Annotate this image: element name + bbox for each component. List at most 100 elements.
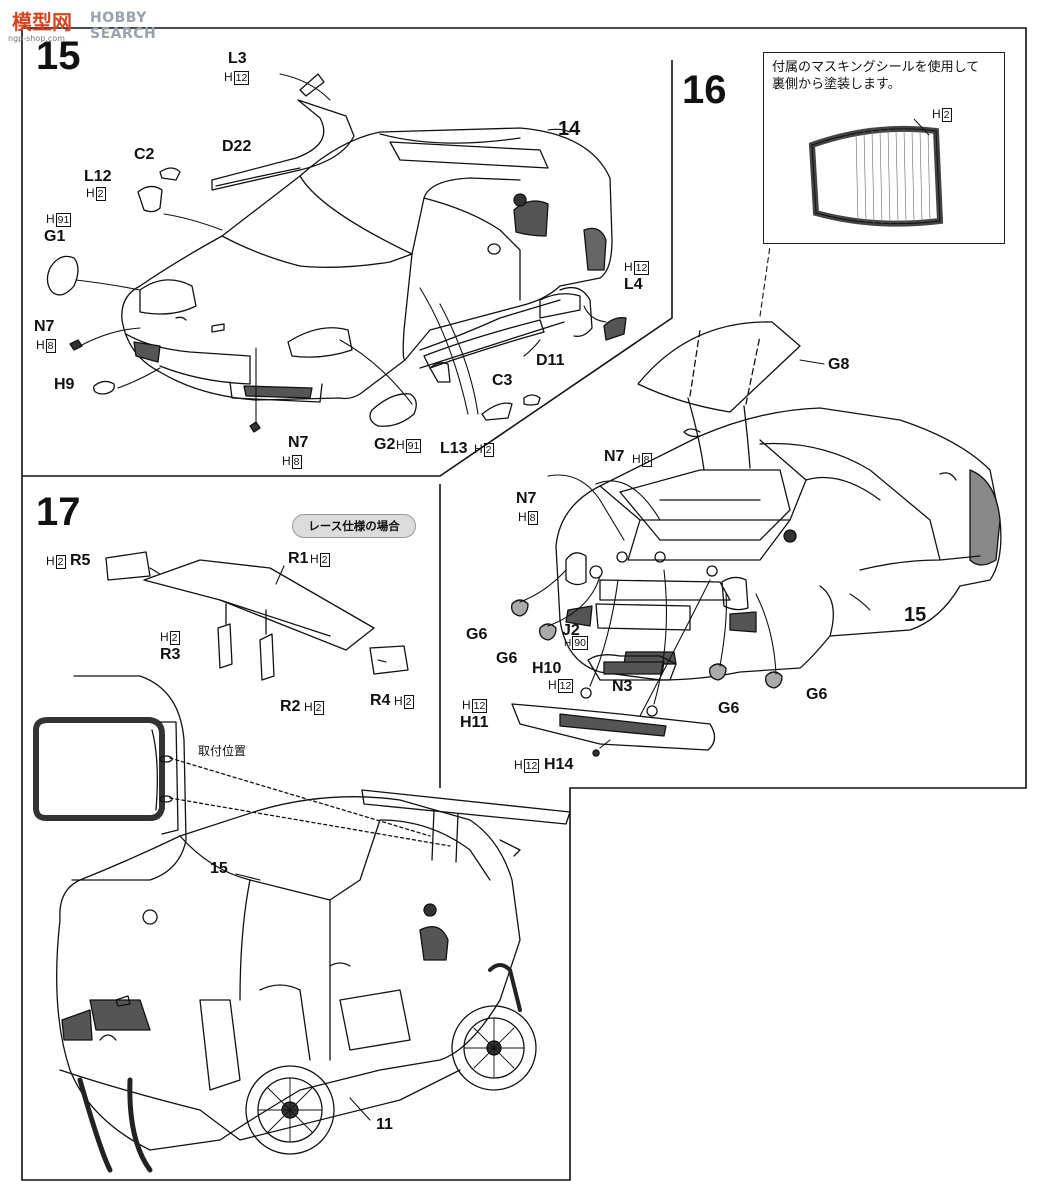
label-N7-front: N7 <box>34 318 55 335</box>
label-R4: R4 <box>370 692 391 709</box>
mount-position-label: 取付位置 <box>198 744 247 758</box>
part-L3 <box>299 73 325 97</box>
part-N7a <box>69 339 83 351</box>
label-G6-c: G6 <box>718 700 740 717</box>
part-R4 <box>369 645 409 675</box>
part-L12 <box>137 185 163 213</box>
step16-leaders <box>519 245 871 749</box>
label-N3: N3 <box>612 678 633 695</box>
label-C3: C3 <box>492 372 513 389</box>
part-J2a <box>589 565 603 579</box>
masking-note-text: 付属のマスキングシールを使用して 裏側から塗装します。 <box>772 59 979 93</box>
part-G6a <box>511 599 529 617</box>
rear-window-mask-illustration <box>808 118 944 227</box>
step16-car-body <box>555 407 1002 681</box>
part-H11 <box>511 703 716 751</box>
masking-note-line2: 裏側から塗装します。 <box>772 77 901 92</box>
part-C3a <box>429 362 451 383</box>
part-H10 <box>587 654 677 681</box>
label-G6-d: G6 <box>806 686 828 703</box>
label-H9: H9 <box>54 376 75 393</box>
step-number-17: 17 <box>36 490 81 534</box>
step17-wing-parts <box>105 551 409 681</box>
label-R2: R2 <box>280 698 301 715</box>
masking-note-line1: 付属のマスキングシールを使用して <box>772 60 980 75</box>
label-H14: H14 <box>544 756 574 773</box>
step16-parts <box>511 321 801 757</box>
part-L4a <box>539 293 581 319</box>
part-G6d <box>765 671 783 689</box>
part-D11 <box>423 319 545 369</box>
label-11: 11 <box>376 1116 393 1133</box>
part-C2 <box>159 167 181 181</box>
part-G6c <box>709 663 727 681</box>
label-15-step17: 15 <box>210 860 228 877</box>
label-G8: G8 <box>828 356 850 373</box>
label-D11: D11 <box>536 352 565 369</box>
label-R3: R3 <box>160 646 181 663</box>
label-H11: H11 <box>460 714 489 731</box>
watermark-cn: 模型网 <box>12 10 72 34</box>
part-C3 <box>523 394 541 406</box>
label-C2: C2 <box>134 146 155 163</box>
race-spec-badge: レース仕様の場合 <box>292 514 416 538</box>
label-R5: R5 <box>70 552 91 569</box>
step-number-16: 16 <box>682 68 727 112</box>
label-G6-b: G6 <box>496 650 518 667</box>
watermark-url: ngp-shop.com <box>8 34 65 43</box>
part-D22 <box>211 99 355 191</box>
outer-frame <box>21 27 1027 1181</box>
step15-leaders <box>75 73 607 425</box>
label-J2: J2 <box>562 622 580 639</box>
label-R1: R1 <box>288 550 309 567</box>
part-N3a <box>580 687 592 699</box>
step-number-15: 15 <box>36 34 81 78</box>
label-L3: L3 <box>228 50 247 67</box>
label-G6-a: G6 <box>466 626 488 643</box>
label-L13: L13 <box>440 440 468 457</box>
label-D22: D22 <box>222 138 252 155</box>
part-G6b <box>539 623 557 641</box>
label-N7-bottom: N7 <box>288 434 309 451</box>
part-G8 <box>637 321 801 413</box>
label-N7-16a: N7 <box>604 448 625 465</box>
watermark-text: HOBBY SEARCH <box>90 10 157 42</box>
label-G1: G1 <box>44 228 66 245</box>
part-G1 <box>46 255 79 296</box>
step15-panel-edge <box>22 60 673 477</box>
part-N3b <box>646 705 658 717</box>
part-R2 <box>259 633 275 681</box>
label-H10: H10 <box>532 660 562 677</box>
watermark-logo: 模型网 HOBBY SEARCH ngp-shop.com <box>4 4 204 43</box>
part-L4 <box>603 317 627 341</box>
label-14: 14 <box>558 118 581 140</box>
part-N7b <box>249 421 261 433</box>
wing-assembled <box>361 789 571 825</box>
part-R5 <box>105 551 151 581</box>
part-H14 <box>592 749 600 757</box>
label-N7-16b: N7 <box>516 490 537 507</box>
